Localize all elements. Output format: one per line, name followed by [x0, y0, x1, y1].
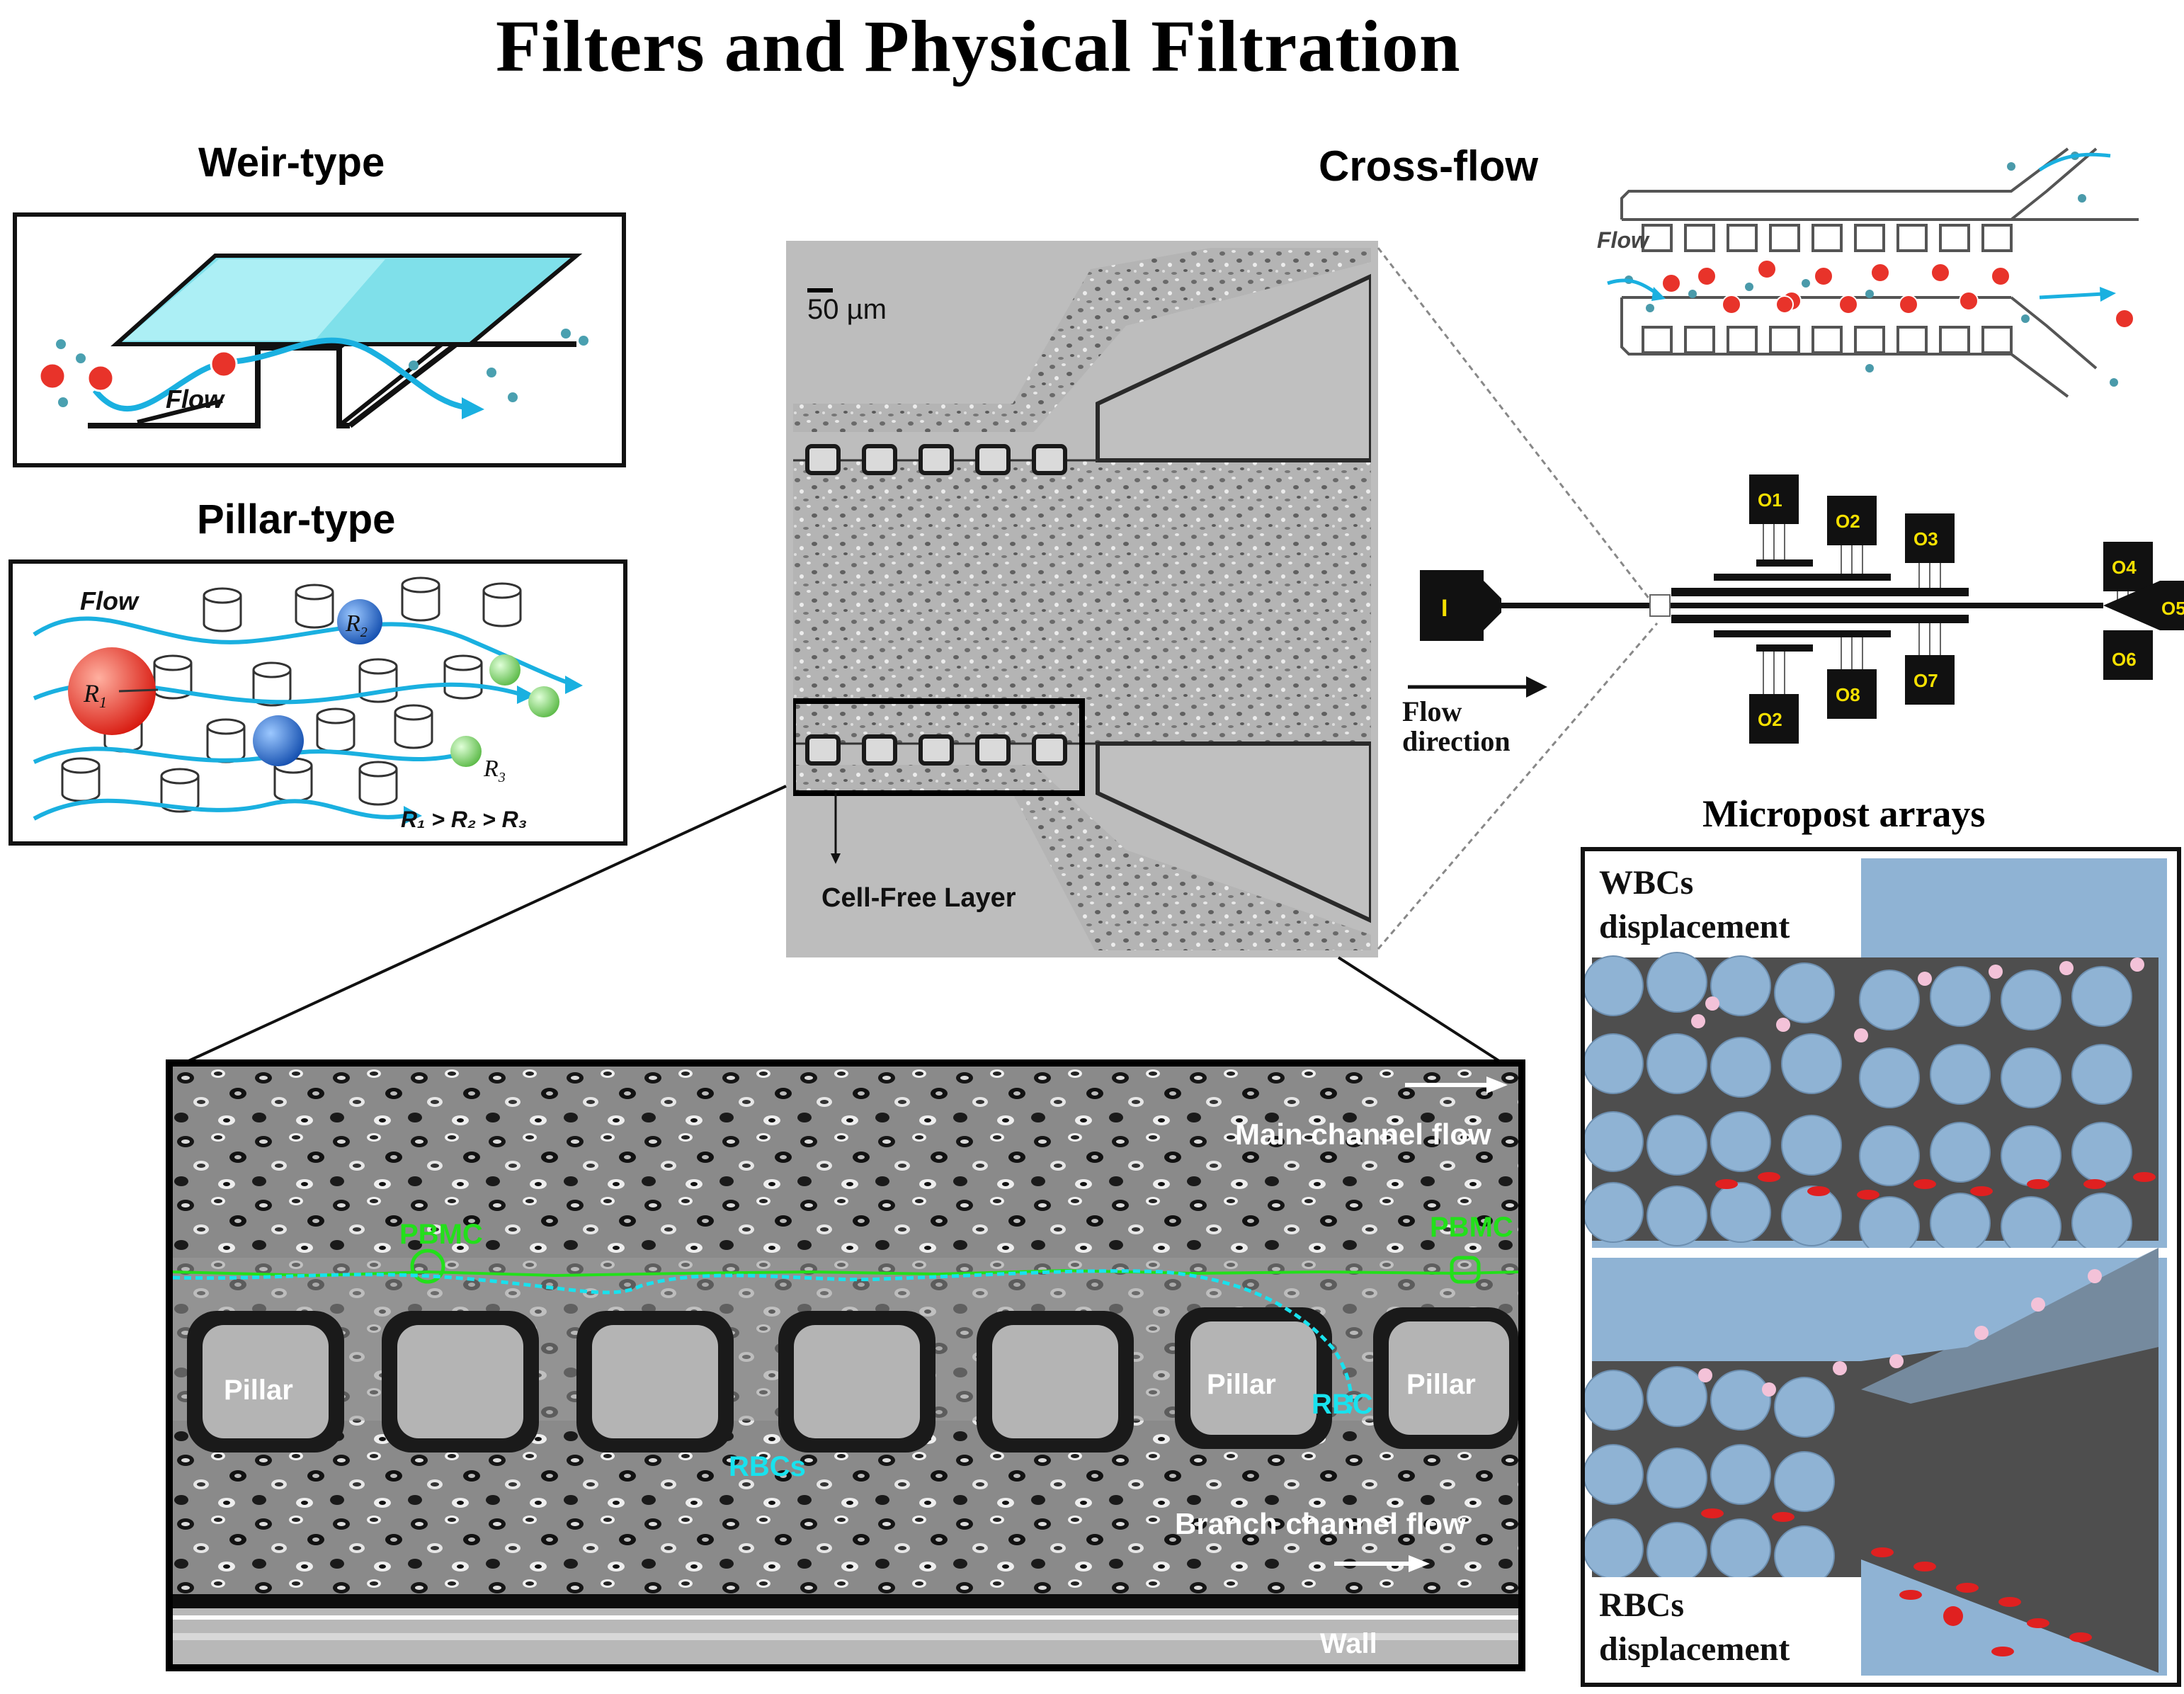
micrograph-frame: 50 µm Cell-Free Layer — [786, 241, 1378, 957]
zoom-panel: Pillar Pillar Pillar PBMC PBMC RBCs RBC … — [166, 1059, 1525, 1671]
chip-outlets-bottom: O2 O8 O7 O6 — [1749, 623, 2153, 744]
particle-r1 — [68, 647, 156, 735]
wbc-posts — [1585, 952, 2132, 1257]
particle-r3 — [489, 654, 521, 686]
pbmc-cell-left — [410, 1249, 445, 1284]
chip-zoom-marker — [1649, 594, 1671, 617]
rbc-label: RBC — [1312, 1389, 1373, 1420]
zoom-pillars — [187, 1307, 1518, 1453]
crossflow-flow-label: Flow — [1597, 227, 1650, 253]
svg-text:O3: O3 — [1913, 528, 1938, 550]
micrograph-image: 50 µm Cell-Free Layer — [793, 248, 1371, 950]
rbc-panel-wbc-cells — [1698, 1269, 2102, 1397]
svg-text:O1: O1 — [1758, 489, 1782, 511]
svg-text:I: I — [1441, 595, 1448, 622]
rbc-trajectory — [173, 1269, 1353, 1415]
wbc-label-line2: displacement — [1599, 908, 1790, 945]
rbc-label-line1: RBCs — [1599, 1586, 1684, 1624]
weir-diagram: Flow — [38, 254, 588, 428]
pillar-label-6: Pillar — [1207, 1369, 1276, 1400]
svg-text:R2: R2 — [345, 610, 368, 640]
chip-outlets-top: O1 O2 O3 O4 — [1749, 474, 2153, 602]
branch-channel-flow-label: Branch channel flow — [1175, 1507, 1466, 1540]
svg-text:O2: O2 — [1836, 511, 1860, 532]
flow-direction-line2: direction — [1402, 725, 1511, 757]
crossflow-red-cells — [1661, 259, 2134, 329]
pillar-panel: Flow R1 R2 R3 R₁ > R₂ > R₃ — [8, 559, 627, 846]
svg-text:O6: O6 — [2112, 649, 2137, 670]
svg-text:R3: R3 — [483, 756, 506, 785]
micropost-panel: WBCs displacement — [1581, 847, 2181, 1687]
chip-layout: I O1 O2 O3 O4 — [1402, 474, 2184, 757]
pillar-diagram: Flow R1 R2 R3 R₁ > R₂ > R₃ — [33, 576, 583, 832]
svg-text:O8: O8 — [1836, 684, 1860, 705]
pillar-label-7: Pillar — [1406, 1369, 1476, 1400]
rbc-panel-red-cells — [1701, 1508, 2092, 1656]
weir-panel: Flow — [13, 212, 626, 467]
svg-text:O7: O7 — [1913, 670, 1938, 691]
svg-text:O2: O2 — [1758, 709, 1782, 730]
pbmc-label-right: PBMC — [1430, 1212, 1513, 1243]
pbmc-trajectory — [173, 1268, 1518, 1278]
pillar-flow-label: Flow — [80, 586, 140, 615]
micrograph-pillars-bottom — [805, 734, 1067, 766]
flow-direction-line1: Flow — [1402, 695, 1462, 727]
pillar-relation: R₁ > R₂ > R₃ — [401, 807, 527, 832]
chip-outlet-end — [2103, 581, 2184, 630]
particle-r2 — [337, 599, 382, 644]
chip-inlet — [1420, 570, 1484, 641]
pbmc-label-left: PBMC — [399, 1219, 483, 1250]
crossflow-posts-top — [1642, 224, 2013, 252]
wbc-label-line1: WBCs — [1599, 864, 1693, 902]
weir-flow-label: Flow — [166, 385, 225, 414]
wbc-red-cells — [1715, 1172, 2156, 1200]
rbc-posts — [1585, 1366, 1835, 1586]
svg-text:R1: R1 — [83, 679, 107, 711]
svg-text:O5: O5 — [2161, 598, 2184, 619]
crossflow-posts-bottom — [1642, 326, 2013, 354]
wbc-cells — [1691, 957, 2144, 1042]
zoom-image: Pillar Pillar Pillar PBMC PBMC RBCs RBC … — [173, 1067, 1518, 1664]
figure-title: Filters and Physical Filtration — [496, 6, 1461, 87]
main-channel-flow-label: Main channel flow — [1235, 1118, 1491, 1151]
scale-bar-label: 50 µm — [807, 294, 887, 325]
rbc-label-line2: displacement — [1599, 1630, 1790, 1668]
micropost-diagram: WBCs displacement — [1585, 858, 2167, 1676]
svg-text:O4: O4 — [2112, 557, 2137, 578]
cell-free-layer-label: Cell-Free Layer — [821, 883, 1016, 913]
pillar-heading: Pillar-type — [197, 496, 396, 542]
rbcs-label: RBCs — [729, 1451, 806, 1482]
weir-heading: Weir-type — [198, 140, 385, 186]
pillar-label-1: Pillar — [224, 1375, 293, 1406]
crossflow-heading: Cross-flow — [1319, 142, 1539, 190]
micrograph-pillars-top — [805, 444, 1067, 475]
zoom-region-box — [793, 698, 1085, 796]
wall-label: Wall — [1320, 1628, 1377, 1659]
pbmc-cell-right — [1450, 1256, 1481, 1284]
crossflow-diagram: Flow — [1597, 147, 2139, 398]
micropost-heading: Micropost arrays — [1702, 792, 1986, 835]
